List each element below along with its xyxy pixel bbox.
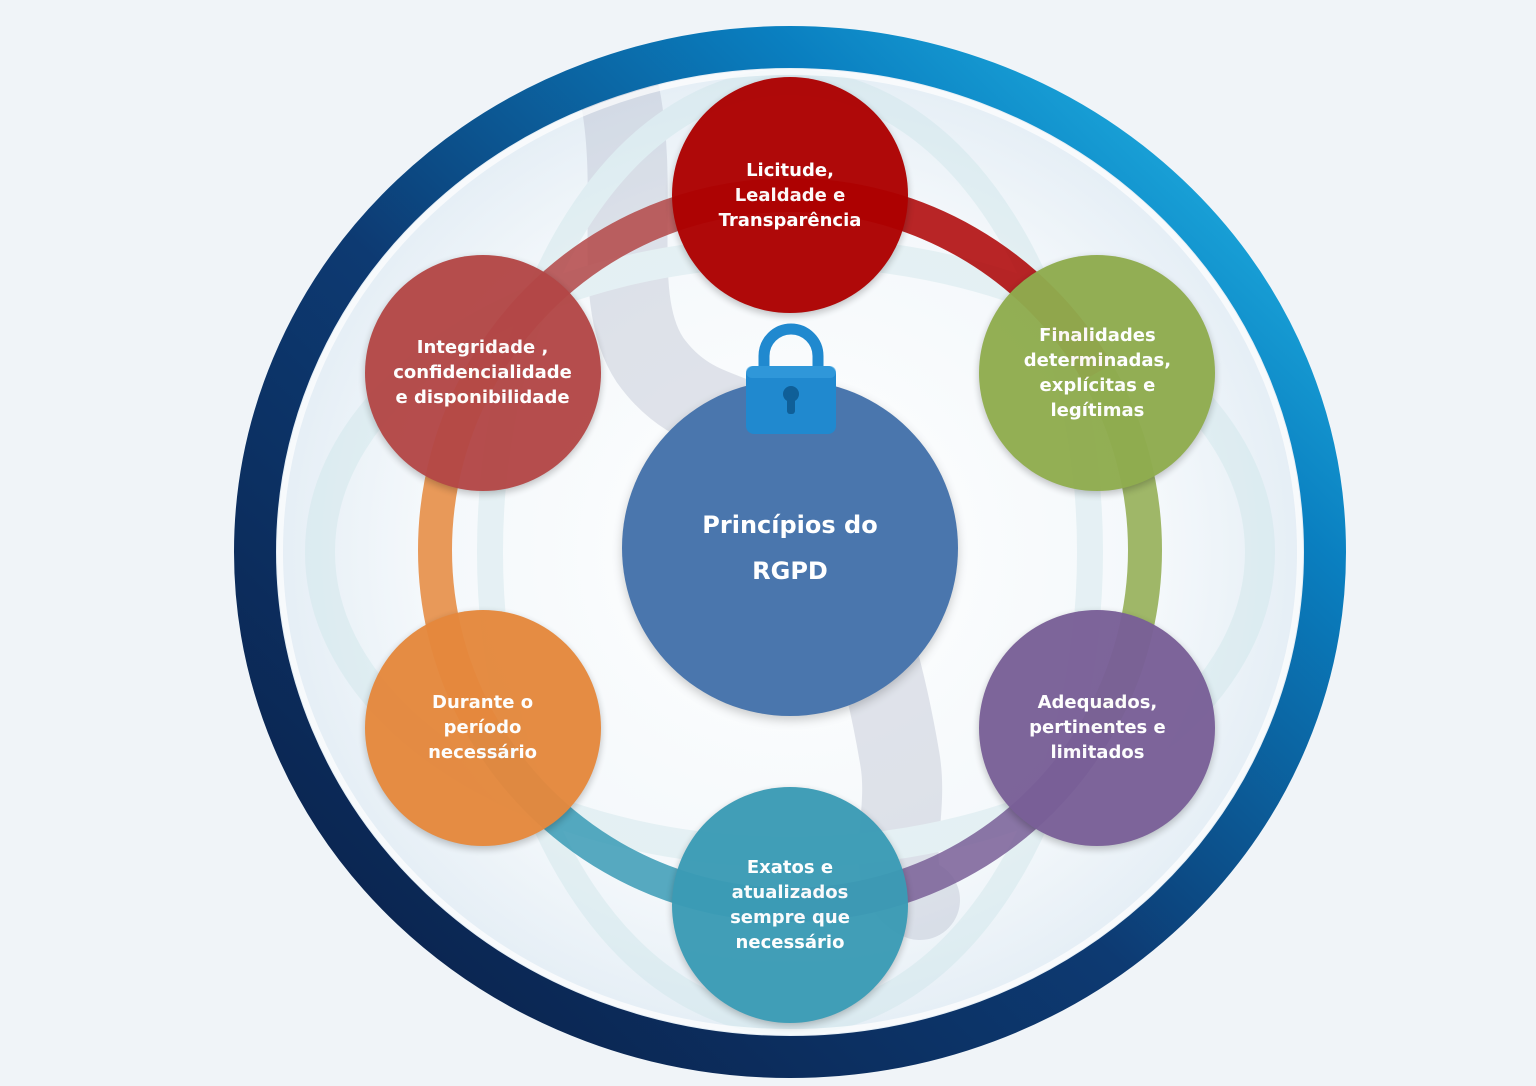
principle-label: Licitude, Lealdade e Transparência	[718, 159, 862, 231]
center-label: Princípios do RGPD	[702, 511, 878, 585]
principle-label: Adequados, pertinentes e limitados	[1029, 692, 1166, 763]
principle-durante: Durante o período necessário	[364, 609, 601, 846]
padlock-icon	[746, 323, 836, 434]
principle-label: Finalidades determinadas, explícitas e l…	[1023, 324, 1172, 421]
center-circle: Princípios do RGPD	[622, 380, 958, 716]
principle-finalidades: Finalidades determinadas, explícitas e l…	[979, 254, 1216, 491]
principle-integridade: Integridade , confidencialidade e dispon…	[364, 254, 601, 491]
principle-label: Exatos e atualizados sempre que necessár…	[730, 857, 850, 953]
principle-licitude: Licitude, Lealdade e Transparência	[672, 77, 908, 313]
inner-ring-highlight	[277, 69, 1303, 1035]
principle-label: Integridade , confidencialidade e dispon…	[393, 337, 572, 408]
principle-adequados: Adequados, pertinentes e limitados	[979, 609, 1216, 846]
principle-exatos: Exatos e atualizados sempre que necessár…	[672, 787, 908, 1023]
outer-ring	[234, 26, 1346, 1078]
principle-label: Durante o período necessário	[428, 692, 537, 763]
